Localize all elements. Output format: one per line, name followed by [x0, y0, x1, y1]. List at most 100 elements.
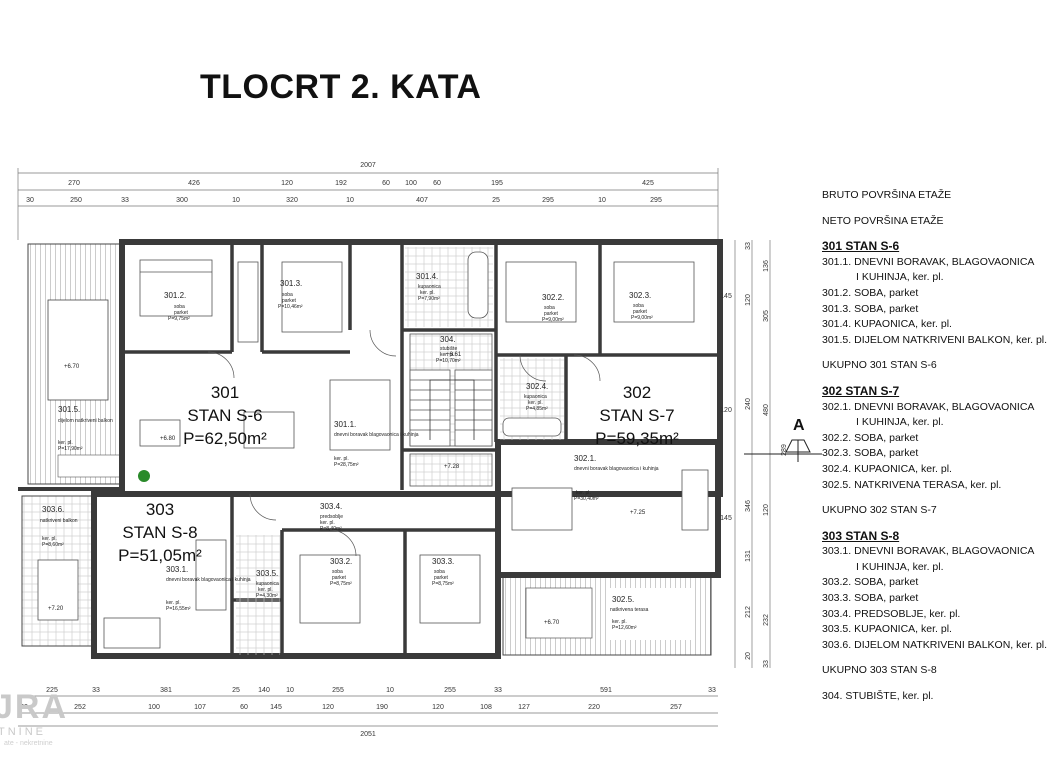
legend-item: 303.3. SOBA, parket — [822, 592, 919, 605]
room-302-1-area: P=30,40m² — [574, 496, 599, 502]
dim-bot-2-2: 252 — [74, 704, 86, 711]
legend-bruto: BRUTO POVRŠINA ETAŽE — [822, 189, 952, 201]
dim-bot-2-7: 120 — [322, 704, 334, 711]
dim-top-1-6: 100 — [405, 180, 417, 187]
room-302-2-id: 302.2. — [542, 293, 564, 302]
room-301-1-floor: ker. pl. — [334, 456, 349, 462]
apt-303-number: 303 — [146, 500, 174, 519]
room-302-1-floor: ker. pl. — [576, 490, 591, 496]
room-302-5-floor: ker. pl. — [612, 619, 627, 625]
room-302-1-desc: dnevni boravak blagovaonica i kuhinja — [574, 466, 659, 472]
room-303-2-desc: soba — [332, 569, 343, 575]
dim-right-inner-3: 145 — [720, 515, 732, 522]
level-mark: +6.61 — [446, 352, 462, 358]
room-301-4-floor: ker. pl. — [420, 290, 435, 296]
dim-right-inner-2: 120 — [720, 407, 732, 414]
legend-item: 301.3. SOBA, parket — [822, 302, 919, 315]
room-303-1-area: P=16,55m² — [166, 606, 191, 612]
dim-right-inner-1: 145 — [720, 293, 732, 300]
room-301-1-desc: dnevni boravak blagovaonica i kuhinja — [334, 432, 419, 438]
room-301-4-area: P=7,90m² — [418, 296, 440, 302]
dim-top-1-9: 425 — [642, 180, 654, 187]
logo-tagline: ate - nekretnine — [4, 740, 53, 747]
room-303-6-area: P=8,60m² — [42, 542, 64, 548]
room-303-4-id: 303.4. — [320, 502, 342, 511]
room-303-3-floor: parket — [434, 575, 449, 581]
dim-top-2-7: 10 — [346, 197, 354, 204]
dim-bot-1-12: 33 — [708, 687, 716, 694]
legend-item: 302.1. DNEVNI BORAVAK, BLAGOVAONICA — [822, 400, 1035, 413]
dim-bot-2-13: 257 — [670, 704, 682, 711]
room-301-2-floor: parket — [174, 310, 189, 316]
legend-neto: NETO POVRŠINA ETAŽE — [822, 214, 944, 227]
room-302-4-floor: ker. pl. — [528, 400, 543, 406]
dim-top-2-12: 295 — [650, 197, 662, 204]
dim-top-2-8: 407 — [416, 197, 428, 204]
legend-item: I KUHINJA, ker. pl. — [856, 560, 944, 573]
top-dimension-lines — [17, 168, 719, 240]
apt-302-area: P=59,35m² — [595, 429, 679, 448]
room-302-2-area: P=9,00m² — [542, 317, 564, 323]
room-303-6-desc: natkriveni balkon — [40, 518, 78, 524]
room-302-3-area: P=9,00m² — [631, 315, 653, 321]
room-301-4-desc: kupaonica — [418, 284, 441, 290]
room-303-5-floor: ker. pl. — [258, 587, 273, 593]
dim-bot-1-4: 25 — [232, 687, 240, 694]
room-303-3-id: 303.3. — [432, 557, 454, 566]
room-303-5-area: P=4,30m² — [256, 593, 278, 599]
dim-right-12: 232 — [763, 614, 770, 626]
bottom-dimension-lines — [18, 695, 718, 727]
legend-item: 303.5. KUPAONICA, ker. pl. — [822, 623, 952, 636]
apt-302-name: STAN S-7 — [599, 406, 674, 425]
room-302-5-id: 302.5. — [612, 595, 634, 604]
dim-right-14: 33 — [763, 660, 770, 668]
exterior-walls — [18, 239, 723, 659]
legend-item: 303.1. DNEVNI BORAVAK, BLAGOVAONICA — [822, 545, 1035, 558]
level-mark: +7.25 — [630, 510, 646, 516]
room-301-4-id: 301.4. — [416, 272, 438, 281]
dim-bot-2-6: 145 — [270, 704, 282, 711]
room-301-1-area: P=28,75m² — [334, 462, 359, 468]
dim-bot-1-3: 381 — [160, 687, 172, 694]
dim-top-total: 2007 — [360, 162, 376, 169]
room-302-4-area: P=4,85m² — [526, 406, 548, 412]
apt-301-name: STAN S-6 — [187, 406, 262, 425]
page-title: TLOCRT 2. KATA — [200, 68, 482, 106]
dim-bot-1-8: 10 — [386, 687, 394, 694]
room-303-5-id: 303.5. — [256, 569, 278, 578]
legend-group-head-302: 302 STAN S-7 — [822, 383, 900, 398]
room-301-2-id: 301.2. — [164, 291, 186, 300]
dim-bot-1-5: 140 — [258, 687, 270, 694]
dim-top-2-2: 250 — [70, 197, 82, 204]
tree-icon — [138, 470, 150, 482]
legend-item: 302.4. KUPAONICA, ker. pl. — [822, 462, 952, 475]
room-303-1-id: 303.1. — [166, 565, 188, 574]
dim-bot-2-11: 127 — [518, 704, 530, 711]
room-302-5-desc: natkrivena terasa — [610, 607, 649, 613]
room-304-area: P=10,70m² — [436, 358, 461, 364]
room-302-5-area: P=12,60m² — [612, 625, 637, 631]
legend-group-head-303: 303 STAN S-8 — [822, 528, 900, 543]
dim-top-2-10: 295 — [542, 197, 554, 204]
apt-302-number: 302 — [623, 383, 651, 402]
room-301-3-floor: parket — [282, 298, 297, 304]
room-301-5-floor: ker. pl. — [58, 440, 73, 446]
dim-bot-1-2: 33 — [92, 687, 100, 694]
level-mark: +7.28 — [444, 464, 460, 470]
room-302-2-floor: parket — [544, 311, 559, 317]
dim-top-2-3: 33 — [121, 197, 129, 204]
dim-bot-2-10: 108 — [480, 704, 492, 711]
room-302-4-desc: kupaonica — [524, 394, 547, 400]
dim-bot-2-9: 120 — [432, 704, 444, 711]
level-mark: +6.70 — [544, 620, 560, 626]
legend-item: 303.4. PREDSOBLJE, ker. pl. — [822, 607, 961, 620]
room-303-4-desc: predsoblje — [320, 514, 343, 520]
dim-bot-2-8: 190 — [376, 704, 388, 711]
legend-item: 301.2. SOBA, parket — [822, 286, 919, 299]
room-301-3-id: 301.3. — [280, 279, 302, 288]
room-303-6-id: 303.6. — [42, 505, 64, 514]
room-304-desc: stubište — [440, 346, 457, 352]
room-301-3-area: P=10,46m² — [278, 304, 303, 310]
beds — [139, 259, 695, 624]
agency-logo: JRA TNINE ate - nekretnine — [0, 688, 80, 748]
